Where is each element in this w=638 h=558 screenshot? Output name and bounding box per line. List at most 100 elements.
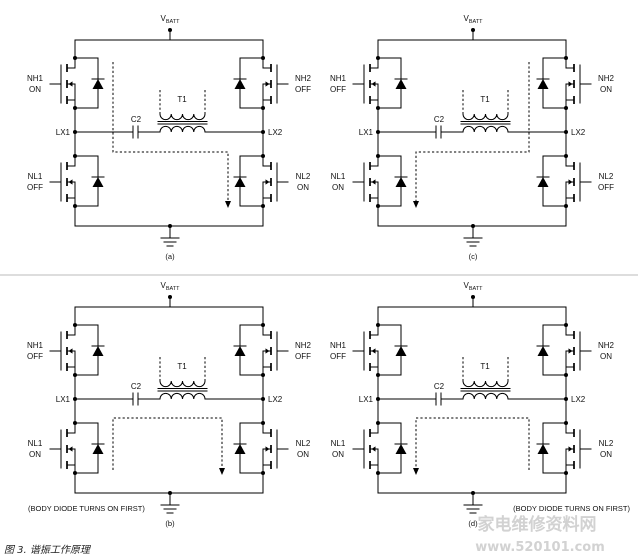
t1-core (157, 388, 208, 392)
mosfet-arrow-icon (568, 81, 573, 87)
body-diode-icon (234, 177, 246, 187)
t1-secondary-winding (462, 113, 509, 121)
transistor-state: ON (297, 450, 309, 459)
transistor-name: NH1 (27, 74, 44, 83)
lx2-label: LX2 (571, 128, 586, 137)
mosfet-arrow-icon (371, 348, 376, 354)
vbatt-subscript: BATT (469, 286, 483, 292)
body-diode-icon (92, 177, 104, 187)
vbatt-label: VBATT (161, 281, 181, 292)
transistor-name: NH2 (598, 341, 615, 350)
supply-rail (74, 296, 264, 326)
c2-capacitor (132, 392, 139, 406)
watermark-title: 家电维修资料网 (478, 514, 597, 535)
c2-capacitor (132, 125, 139, 139)
c2-label: C2 (131, 115, 142, 124)
mosfet-arrow-icon (265, 348, 270, 354)
vbatt-label: VBATT (161, 14, 181, 25)
mosfet-gate (352, 64, 365, 104)
junction-dot (564, 56, 568, 60)
vbatt-label: VBATT (464, 14, 484, 25)
mosfet-terminals (262, 155, 272, 207)
body-diode-icon (234, 444, 246, 454)
t1-primary-winding (159, 392, 206, 400)
ground-icon (463, 492, 483, 514)
vbatt-subscript: BATT (166, 286, 180, 292)
lx2-label: LX2 (268, 395, 283, 404)
current-arrow-icon (219, 468, 225, 475)
lx1-label: LX1 (359, 128, 374, 137)
t1-secondary-winding (159, 380, 206, 388)
t1-primary-winding (159, 125, 206, 133)
junction-dot (376, 56, 380, 60)
mosfet-gate (276, 162, 289, 202)
transistor-state: OFF (295, 85, 311, 94)
t1-core (460, 388, 511, 392)
t1-primary-winding (462, 392, 509, 400)
mosfet-arrow-icon (568, 446, 573, 452)
panel-tag: (c) (469, 252, 478, 261)
body-diode-note: (BODY DIODE TURNS ON FIRST) (513, 504, 630, 513)
t1-core (157, 121, 208, 125)
mosfet-terminals (262, 324, 272, 376)
t1-label: T1 (177, 362, 187, 371)
mosfet-arrow-icon (568, 348, 573, 354)
mosfet-gate (579, 429, 592, 469)
mosfet-gate (49, 162, 62, 202)
transistor-state: ON (297, 183, 309, 192)
c2-capacitor (435, 125, 442, 139)
lx1-label: LX1 (359, 395, 374, 404)
mosfet-arrow-icon (68, 179, 73, 185)
mosfet-terminals (66, 324, 76, 376)
panel-tag: (d) (468, 519, 478, 528)
current-arrow-icon (225, 201, 231, 208)
transistor-state: OFF (330, 352, 346, 361)
mosfet-gate (579, 162, 592, 202)
body-diode-icon (537, 79, 549, 89)
mosfet-gate (276, 331, 289, 371)
ground-icon (463, 225, 483, 247)
t1-label: T1 (480, 362, 490, 371)
mosfet-gate (579, 64, 592, 104)
transistor-state: ON (600, 85, 612, 94)
mosfet-arrow-icon (265, 446, 270, 452)
body-diode-icon (395, 444, 407, 454)
transistor-state: OFF (27, 183, 43, 192)
body-diode-icon (395, 177, 407, 187)
mosfet-arrow-icon (68, 81, 73, 87)
junction-dot (73, 56, 77, 60)
transistor-state: ON (332, 183, 344, 192)
t1-label: T1 (177, 95, 187, 104)
mosfet-terminals (66, 422, 76, 474)
c2-label: C2 (131, 382, 142, 391)
t1-secondary-winding (159, 113, 206, 121)
supply-rail (377, 296, 567, 326)
mosfet-terminals (66, 155, 76, 207)
transistor-name: NH2 (295, 74, 312, 83)
mosfet-gate (276, 429, 289, 469)
mosfet-terminals (565, 57, 575, 109)
t1-primary-winding (462, 125, 509, 133)
lx2-label: LX2 (268, 128, 283, 137)
c2-label: C2 (434, 115, 445, 124)
mosfet-terminals (565, 422, 575, 474)
mosfet-arrow-icon (371, 81, 376, 87)
vbatt-label: VBATT (464, 281, 484, 292)
mosfet-terminals (262, 57, 272, 109)
transistor-state: OFF (330, 85, 346, 94)
